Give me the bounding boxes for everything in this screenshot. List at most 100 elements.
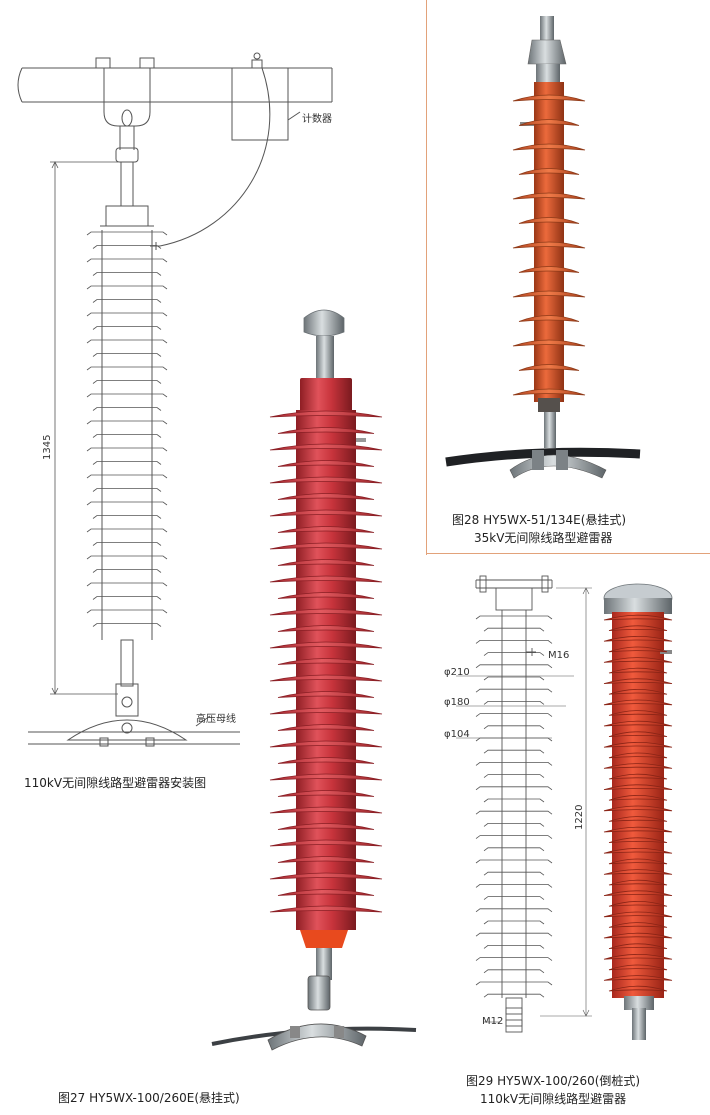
fig29-photo-shed — [603, 848, 673, 854]
fig29-drawing-shed — [483, 871, 545, 876]
fig28-sheds — [512, 94, 586, 396]
counter-box — [231, 67, 289, 141]
fig29-drawing-shed — [475, 835, 553, 839]
fig28-shed — [512, 339, 586, 347]
fig29-photo-shed — [603, 954, 673, 960]
fig29-photo-shed — [603, 763, 673, 769]
fig28-caption-line2: 35kV无间隙线路型避雷器 — [474, 531, 613, 545]
install-height-dim: 1345 — [42, 435, 53, 460]
fig27-shed — [277, 790, 375, 797]
fig28-shed — [518, 266, 580, 273]
fig29-drawing-shed — [475, 737, 553, 742]
fig29-photo-shed — [608, 901, 668, 907]
fig29-drawing-shed — [475, 664, 553, 669]
fig29-caption-line1: 图29 HY5WX-100/260(倒桩式) — [466, 1074, 641, 1088]
fig29-drawing-shed — [475, 957, 553, 961]
fig27-shed — [277, 757, 375, 764]
fig29-photo-shed — [608, 964, 668, 971]
fig29-photo-sheds — [603, 614, 673, 992]
fig29-drawing-shed — [475, 859, 553, 864]
fig29-drawing-shed — [475, 884, 553, 888]
install-shed — [92, 353, 162, 357]
fig29-drawing-shed — [483, 823, 545, 827]
fig29-height-dim: 1220 — [574, 805, 585, 830]
fig29-photo-shed — [608, 752, 668, 759]
fig29-photo-shed — [603, 826, 673, 833]
fig28-shed — [512, 241, 586, 249]
install-line-drawing — [17, 52, 333, 747]
fig29-red-arrester-photo — [603, 583, 673, 1040]
fig27-shed — [277, 658, 375, 665]
fig28-shed — [518, 119, 580, 126]
fig29-photo-shed — [603, 890, 673, 896]
fig28-shed — [512, 143, 586, 151]
fig28-caption-line1: 图28 HY5WX-51/134E(悬挂式) — [452, 513, 627, 527]
install-shed — [86, 420, 168, 425]
fig29-photo-shed — [603, 742, 673, 748]
install-shed — [92, 569, 162, 573]
fig27-shed — [269, 872, 383, 880]
fig29-dim-180: φ180 — [444, 697, 470, 708]
fig27-shed — [269, 509, 383, 517]
install-shed — [86, 285, 168, 290]
fig29-photo-shed — [608, 816, 668, 822]
fig29-dim-104: φ104 — [444, 729, 470, 740]
fig27-shed — [269, 674, 383, 682]
fig28-shed — [518, 168, 580, 175]
vertical-divider — [426, 0, 427, 555]
fig28-shed — [512, 290, 586, 298]
fig29-drawing-shed — [475, 640, 553, 644]
fig29-drawing-shed — [483, 847, 545, 852]
install-shed — [92, 272, 162, 276]
fig28-shed — [518, 364, 580, 371]
busbar-label: 高压母线 — [196, 712, 236, 725]
fig27-shed — [277, 625, 375, 632]
fig29-drawing-shed — [483, 676, 545, 681]
fig29-photo-shed — [603, 975, 673, 981]
install-shed — [92, 488, 162, 492]
fig29-drawing-shed — [475, 981, 553, 986]
fig27-shed — [277, 493, 375, 500]
fig27-shed — [277, 823, 375, 830]
install-shed — [86, 555, 168, 560]
fig27-shed — [277, 724, 375, 731]
fig29-drawing-shed — [483, 920, 545, 925]
fig29-drawing-shed — [475, 615, 553, 620]
fig29-drawing-shed — [475, 786, 553, 791]
fig28-shed — [512, 94, 586, 102]
fig27-shed — [269, 542, 383, 550]
fig29-drawing-shed — [483, 749, 545, 754]
fig27-shed — [269, 806, 383, 814]
fig29-drawing-shed — [483, 701, 545, 705]
fig27-shed — [269, 575, 383, 583]
fig29-drawing-shed — [483, 993, 545, 998]
install-shed — [92, 434, 162, 438]
fig29-photo-shed — [603, 720, 673, 727]
install-caption: 110kV无间隙线路型避雷器安装图 — [24, 776, 207, 790]
fig29-photo-shed — [608, 625, 668, 631]
fig28-shed — [518, 217, 580, 224]
install-shed — [92, 461, 162, 465]
fig29-photo-shed — [603, 784, 673, 790]
fig29-drawing-shed — [483, 945, 545, 949]
fig27-shed — [269, 773, 383, 781]
fig29-photo-shed — [608, 879, 668, 886]
install-shed — [92, 380, 162, 384]
install-shed — [86, 447, 168, 452]
fig27-shed — [269, 740, 383, 748]
install-shed — [92, 623, 162, 627]
fig29-photo-shed — [603, 869, 673, 875]
fig29-dim-m12: M12 — [482, 1016, 503, 1027]
install-shed — [92, 299, 162, 303]
install-shed — [86, 609, 168, 614]
fig27-shed — [269, 608, 383, 616]
fig29-drawing-shed — [475, 762, 553, 766]
fig29-drawing-shed — [483, 725, 545, 730]
fig29-photo-shed — [603, 805, 673, 812]
fig29-photo-shed — [603, 911, 673, 918]
install-shed — [86, 528, 168, 533]
install-shed — [86, 339, 168, 344]
fig27-shed — [277, 559, 375, 566]
install-shed — [86, 258, 168, 263]
